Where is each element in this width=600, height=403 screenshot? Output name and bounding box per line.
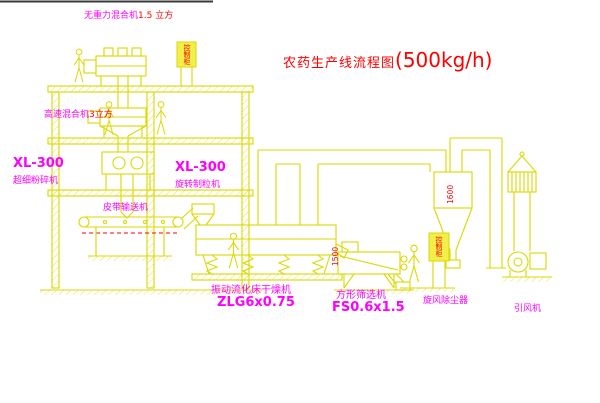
fluid-bed-dryer — [191, 203, 349, 281]
fan-label: 引风机 — [514, 304, 542, 314]
title-capacity: (500kg/h) — [395, 48, 493, 72]
rotary-granulator — [101, 151, 155, 219]
mill-name-label: 超细粉碎机 — [13, 176, 59, 186]
square-sieve — [334, 241, 414, 294]
dryer-model-label: ZLG6x0.75 — [217, 295, 295, 310]
mill-model-label: XL-300 — [13, 156, 64, 171]
belt-conveyor — [78, 207, 199, 261]
cyclone-label: 旋风除尘器 — [423, 296, 469, 306]
high-speed-mixer — [87, 107, 147, 152]
gravity-mixer — [83, 47, 147, 108]
dimension-sieve: 1500 — [331, 246, 340, 266]
worker-figure — [407, 244, 421, 283]
high-speed-mixer-label: 高速混合机3立方 — [44, 110, 113, 120]
worker-figure — [73, 48, 85, 83]
induced-draft-fan — [502, 251, 552, 282]
duct-system — [257, 137, 506, 269]
control-cabinet-1 — [176, 41, 197, 87]
granulator-model-label: XL-300 — [175, 160, 226, 175]
gravity-mixer-label: 无重力混合机1.5 立方 — [84, 11, 174, 21]
belt-conveyor-label: 皮带输送机 — [103, 203, 149, 213]
sieve-model-label: FS0.6x1.5 — [332, 300, 405, 315]
worker-figure — [155, 101, 167, 136]
granulator-name-label: 旋转制粒机 — [175, 180, 221, 190]
exhaust-stack — [507, 151, 537, 251]
dryer-name-label: 振动流化床干燥机 — [211, 285, 291, 296]
dimension-cyclone: 1600 — [446, 184, 455, 204]
title-text: 农药生产线流程图 — [283, 56, 396, 71]
cabinet1-text: 控制柜 — [183, 44, 191, 65]
control-cabinet-2 — [400, 232, 455, 292]
drawing-title: 农药生产线流程图(500kg/h) — [283, 48, 493, 72]
sieve-name-label: 方形筛选机 — [336, 290, 386, 301]
cabinet2-text: 控制柜 — [435, 236, 443, 257]
